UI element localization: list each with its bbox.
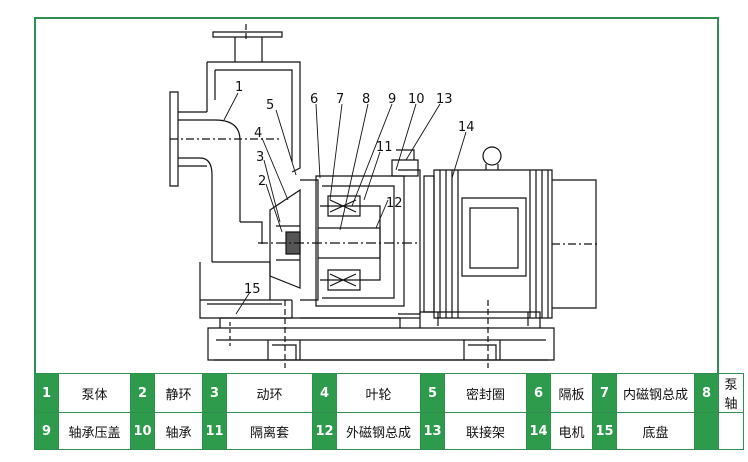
callout-14: 14 <box>458 120 475 135</box>
callout-11: 11 <box>376 140 393 155</box>
callout-5: 5 <box>266 98 275 113</box>
callout-15: 15 <box>244 282 261 297</box>
parts-legend-table: 1 泵体 2 静环 3 动环 4 叶轮 5 密封圈 6 隔板 7 内磁钢总成 8… <box>34 373 744 450</box>
legend-num: 5 <box>420 373 445 413</box>
legend-row-1: 1 泵体 2 静环 3 动环 4 叶轮 5 密封圈 6 隔板 7 内磁钢总成 8… <box>34 373 744 413</box>
callout-13: 13 <box>436 92 453 107</box>
callout-9: 9 <box>388 92 397 107</box>
callout-2: 2 <box>258 174 267 189</box>
legend-label: 轴承压盖 <box>58 412 131 450</box>
callout-4: 4 <box>254 126 263 141</box>
legend-num: 3 <box>202 373 227 413</box>
callout-leaders <box>223 92 467 315</box>
legend-num: 11 <box>202 412 227 450</box>
legend-label: 外磁钢总成 <box>336 412 421 450</box>
legend-label: 静环 <box>154 373 203 413</box>
legend-label: 动环 <box>226 373 313 413</box>
legend-num: 4 <box>312 373 337 413</box>
legend-label: 泵体 <box>58 373 131 413</box>
callout-8: 8 <box>362 92 371 107</box>
callout-12: 12 <box>386 196 403 211</box>
legend-label: 密封圈 <box>444 373 527 413</box>
legend-label <box>718 412 744 450</box>
legend-num: 9 <box>34 412 59 450</box>
callout-10: 10 <box>408 92 425 107</box>
legend-num: 13 <box>420 412 445 450</box>
legend-num: 10 <box>130 412 155 450</box>
callout-7: 7 <box>336 92 345 107</box>
legend-label: 电机 <box>550 412 593 450</box>
legend-label: 底盘 <box>616 412 695 450</box>
legend-label: 泵轴 <box>718 373 744 413</box>
legend-label: 隔离套 <box>226 412 313 450</box>
legend-num: 7 <box>592 373 617 413</box>
legend-label: 隔板 <box>550 373 593 413</box>
legend-label: 叶轮 <box>336 373 421 413</box>
callout-6: 6 <box>310 92 319 107</box>
legend-num <box>694 412 719 450</box>
legend-num: 2 <box>130 373 155 413</box>
legend-num: 14 <box>526 412 551 450</box>
legend-num: 8 <box>694 373 719 413</box>
pump-casing <box>169 24 301 319</box>
motor <box>423 146 600 319</box>
callout-1: 1 <box>235 80 244 95</box>
legend-label: 内磁钢总成 <box>616 373 695 413</box>
legend-label: 轴承 <box>154 412 203 450</box>
magnetic-coupling <box>300 149 421 319</box>
callout-3: 3 <box>256 150 265 165</box>
legend-num: 6 <box>526 373 551 413</box>
legend-label: 联接架 <box>444 412 527 450</box>
legend-num: 12 <box>312 412 337 450</box>
legend-row-2: 9 轴承压盖 10 轴承 11 隔离套 12 外磁钢总成 13 联接架 14 电… <box>34 412 744 450</box>
legend-num: 1 <box>34 373 59 413</box>
legend-num: 15 <box>592 412 617 450</box>
impeller-assembly <box>258 179 420 301</box>
